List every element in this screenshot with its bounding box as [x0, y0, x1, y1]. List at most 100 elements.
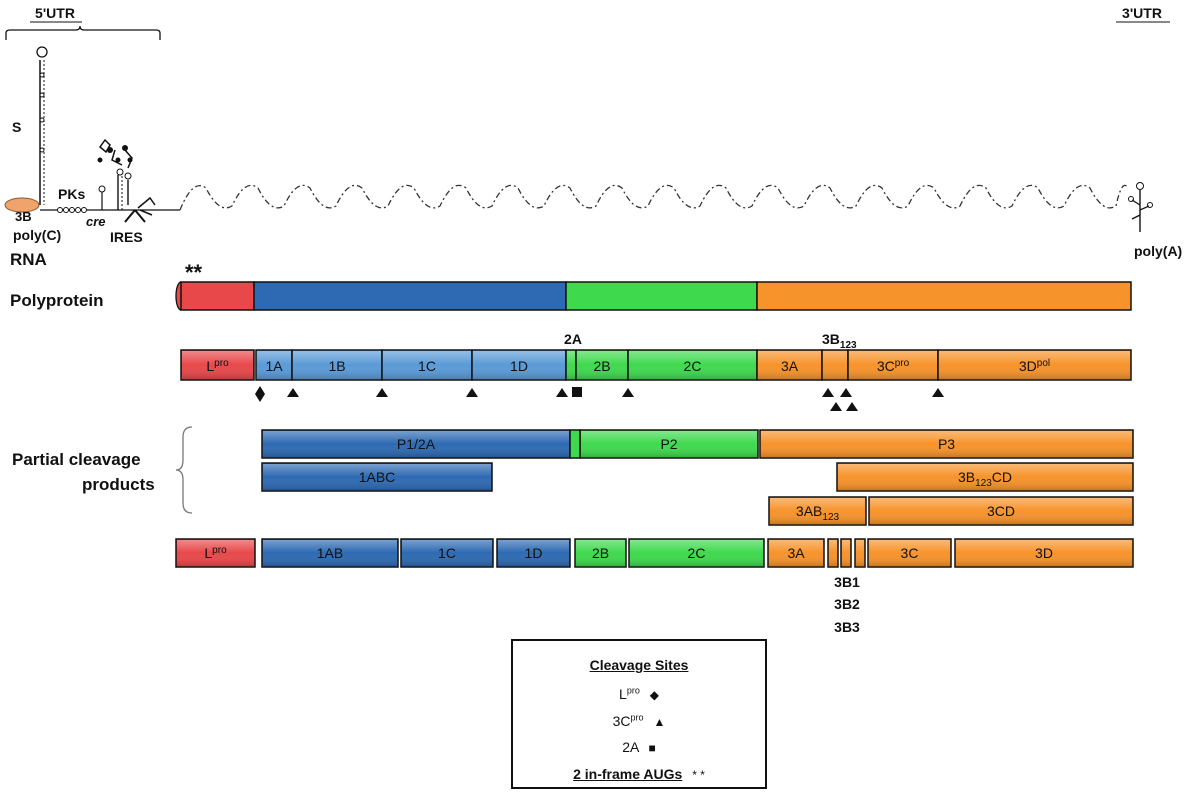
partial-p3-label: P3: [938, 436, 955, 452]
final-3a-shading: [769, 540, 823, 566]
partial-1abc-label: 1ABC: [359, 469, 396, 485]
final-1c-shading: [402, 540, 492, 566]
mature-2c-shading: [629, 351, 756, 379]
square-icon: ■: [648, 741, 656, 755]
final-1ab-label: 1AB: [317, 545, 343, 561]
mature-1b: 1B: [291, 349, 383, 381]
2a-cleavage-square: [572, 387, 582, 397]
3b123-label-top: 3B123: [822, 331, 857, 351]
in-frame-augs-stars: **: [185, 260, 203, 285]
mature-3a-label: 3A: [781, 358, 799, 374]
final-3a: 3A: [767, 538, 825, 568]
final-3b2-shading: [842, 540, 850, 566]
final-1d-label: 1D: [525, 545, 543, 561]
mature-1a-shading: [257, 351, 291, 379]
mature-3dpol-label: 3Dpol: [1019, 358, 1050, 374]
triangle-icon: ▲: [653, 714, 666, 729]
legend-augs-stars: * *: [692, 768, 705, 782]
mature-3b: [821, 349, 849, 381]
utr5-bracket: [5, 25, 161, 40]
mature-3dpol: 3Dpol: [937, 349, 1132, 381]
final-2c-label: 2C: [688, 545, 706, 561]
partial-p3-shading: [761, 431, 1132, 457]
cleavage-sites-legend: Cleavage Sites Lpro ◆ 3Cpro ▲ 2A ■ 2 in-…: [511, 639, 767, 789]
final-1d-shading: [498, 540, 569, 566]
legend-title: Cleavage Sites: [589, 657, 689, 673]
cre-label: cre: [86, 214, 106, 229]
final-3b1-shading: [829, 540, 837, 566]
partial-3ab123-shading: [770, 498, 865, 524]
mature-lpro: Lpro: [180, 349, 255, 381]
mature-1d: 1D: [471, 349, 567, 381]
3cpro-site-3c-3d: [932, 388, 944, 397]
mature-1a: 1A: [255, 349, 293, 381]
legend-2a-label: 2A: [622, 739, 639, 755]
3b2-label: 3B2: [834, 596, 860, 612]
mature-3b-shading: [823, 351, 847, 379]
mature-1b-shading: [293, 351, 381, 379]
polyc-label: poly(C): [13, 227, 61, 243]
partial-2a-sliver: [569, 429, 581, 459]
3b-protein-ellipse: [4, 197, 40, 213]
final-1ab-shading: [263, 540, 397, 566]
mature-3cpro-label: 3Cpro: [877, 358, 910, 374]
partial-1abc: 1ABC: [261, 462, 493, 492]
polyprotein-lpro-region: [180, 281, 255, 311]
partial-3b123cd-shading: [838, 464, 1132, 490]
mature-1c-shading: [383, 351, 471, 379]
partial-cleavage-label-line2: products: [82, 475, 155, 494]
partial-p2: P2: [579, 429, 759, 459]
coding-region-rna: [179, 184, 1129, 211]
partial-p12a-shading: [263, 431, 569, 457]
mature-2c-label: 2C: [684, 358, 702, 374]
mature-1d-label: 1D: [510, 358, 528, 374]
polyprotein-bar: [175, 281, 1132, 311]
polyprotein-p2-region: [565, 281, 758, 311]
cleavage-markers: [255, 386, 944, 411]
mature-2a-shading: [567, 351, 575, 379]
final-3d: 3D: [954, 538, 1134, 568]
3cpro-site-3a-3b: [822, 388, 834, 397]
polyprotein-p1-region: [253, 281, 567, 311]
partial-3ab123-label: 3AB123: [796, 503, 840, 523]
partial-3cd: 3CD: [868, 496, 1134, 526]
final-3b3-shading: [856, 540, 864, 566]
final-lpro: Lpro: [175, 538, 256, 568]
partial-3ab123: 3AB123: [768, 496, 867, 526]
mature-1c: 1C: [381, 349, 473, 381]
mature-2b-shading: [577, 351, 627, 379]
partial-3b123cd-label: 3B123CD: [958, 469, 1012, 489]
ires-structure: [97, 138, 156, 223]
polya-label: poly(A): [1134, 243, 1182, 259]
partial-1abc-shading: [263, 464, 491, 490]
mature-3cpro: 3Cpro: [847, 349, 939, 381]
final-lpro-shading: [177, 540, 254, 566]
final-3b3: [854, 538, 866, 568]
partial-cleavage-brace: [175, 426, 193, 514]
rna-label: RNA: [10, 250, 47, 269]
final-1d: 1D: [496, 538, 571, 568]
final-2b-shading: [576, 540, 625, 566]
mature-1a-label: 1A: [265, 358, 283, 374]
2a-label-top: 2A: [564, 331, 582, 347]
mature-2b: 2B: [575, 349, 629, 381]
mature-3dpol-shading: [939, 351, 1130, 379]
legend-2a-row: 2A ■: [513, 739, 765, 755]
3cpro-site-3b-3c: [840, 388, 852, 397]
final-2c: 2C: [628, 538, 765, 568]
diamond-icon: ◆: [649, 687, 659, 702]
mature-lpro-label: Lpro: [206, 358, 229, 374]
final-lpro-label: Lpro: [204, 545, 227, 561]
utr5-label: 5'UTR: [35, 5, 75, 21]
mature-3a: 3A: [756, 349, 823, 381]
final-1c: 1C: [400, 538, 494, 568]
mature-products-row: Lpro 1A 1B 1C 1D 2B 2C 3A 3Cpro 3Dpol: [180, 349, 1132, 381]
final-3b2: [840, 538, 852, 568]
3cpro-site-1d-2a: [556, 388, 568, 397]
mature-2a: [565, 349, 577, 381]
mature-1b-label: 1B: [328, 358, 345, 374]
final-3d-shading: [956, 540, 1132, 566]
